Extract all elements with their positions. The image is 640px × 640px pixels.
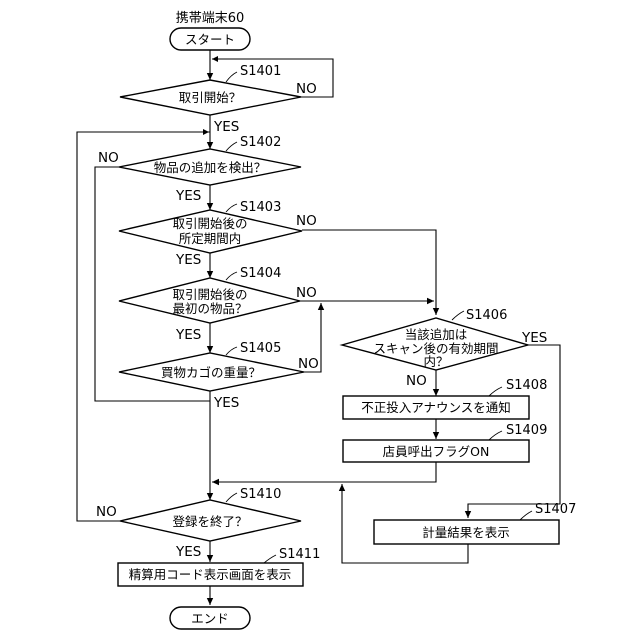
step-label-s1405: S1405 xyxy=(240,341,281,356)
process-s1407: 計量結果を表示 S1407 xyxy=(374,502,576,544)
decision-s1401-line-1: 取引開始？ xyxy=(179,90,242,105)
process-s1409: 店員呼出フラグON S1409 xyxy=(343,423,547,462)
s1406-no-label: NO xyxy=(406,373,427,389)
step-label-s1403: S1403 xyxy=(240,200,281,215)
s1404-yes-label: YES xyxy=(175,327,201,343)
s1402-yes-label: YES xyxy=(175,188,201,204)
decision-s1410-line-1: 登録を終了？ xyxy=(172,514,247,529)
step-label-s1404: S1404 xyxy=(240,266,281,281)
s1410-yes-label: YES xyxy=(175,544,201,560)
step-label-s1407: S1407 xyxy=(535,502,576,517)
step-label-s1409: S1409 xyxy=(506,423,547,438)
decision-s1406-line-1: 当該追加は xyxy=(405,327,468,342)
process-s1411-label: 精算用コード表示画面を表示 xyxy=(129,567,292,582)
s1404-no-label: NO xyxy=(296,285,317,301)
step-label-s1406: S1406 xyxy=(466,308,507,323)
decision-s1406: 当該追加は スキャン後の有効期間 内？ S1406 xyxy=(342,308,528,370)
s1405-yes-label: YES xyxy=(213,395,239,411)
s1403-no-label: NO xyxy=(296,213,317,229)
process-s1407-label: 計量結果を表示 xyxy=(422,525,510,540)
end-terminal-label: エンド xyxy=(191,611,229,626)
process-s1409-label: 店員呼出フラグON xyxy=(383,444,490,459)
decision-s1403-line-1: 取引開始後の xyxy=(172,216,247,231)
decision-s1404-line-2: 最初の物品？ xyxy=(172,301,247,316)
decision-s1405-line-1: 買物カゴの重量？ xyxy=(161,365,261,380)
s1410-no-label: NO xyxy=(96,504,117,520)
step-label-s1410: S1410 xyxy=(240,487,281,502)
s1401-no-label: NO xyxy=(296,81,317,97)
decision-s1406-line-3: 内？ xyxy=(423,354,448,369)
decision-s1405: 買物カゴの重量？ S1405 xyxy=(119,341,304,391)
decision-s1404-line-1: 取引開始後の xyxy=(172,287,247,302)
s1406-yes-label: YES xyxy=(521,330,547,346)
end-terminal: エンド xyxy=(170,607,250,629)
decision-s1403-line-2: 所定期間内 xyxy=(179,231,242,246)
s1401-yes-label: YES xyxy=(213,119,239,135)
process-s1411: 精算用コード表示画面を表示 S1411 xyxy=(118,547,320,586)
s1403-yes-label: YES xyxy=(175,252,201,268)
process-s1408-label: 不正投入アナウンスを通知 xyxy=(361,400,511,415)
step-label-s1408: S1408 xyxy=(506,378,547,393)
start-terminal-label: スタート xyxy=(185,32,235,47)
s1402-no-label: NO xyxy=(98,150,119,166)
step-label-s1411: S1411 xyxy=(279,547,320,562)
decision-s1402-line-1: 物品の追加を検出？ xyxy=(154,160,267,175)
start-terminal: スタート xyxy=(170,28,250,50)
step-label-s1401: S1401 xyxy=(240,64,281,79)
s1405-no-label: NO xyxy=(298,356,319,372)
process-s1408: 不正投入アナウンスを通知 S1408 xyxy=(343,378,547,419)
diagram-title: 携帯端末60 xyxy=(176,10,245,26)
step-label-s1402: S1402 xyxy=(240,135,281,150)
